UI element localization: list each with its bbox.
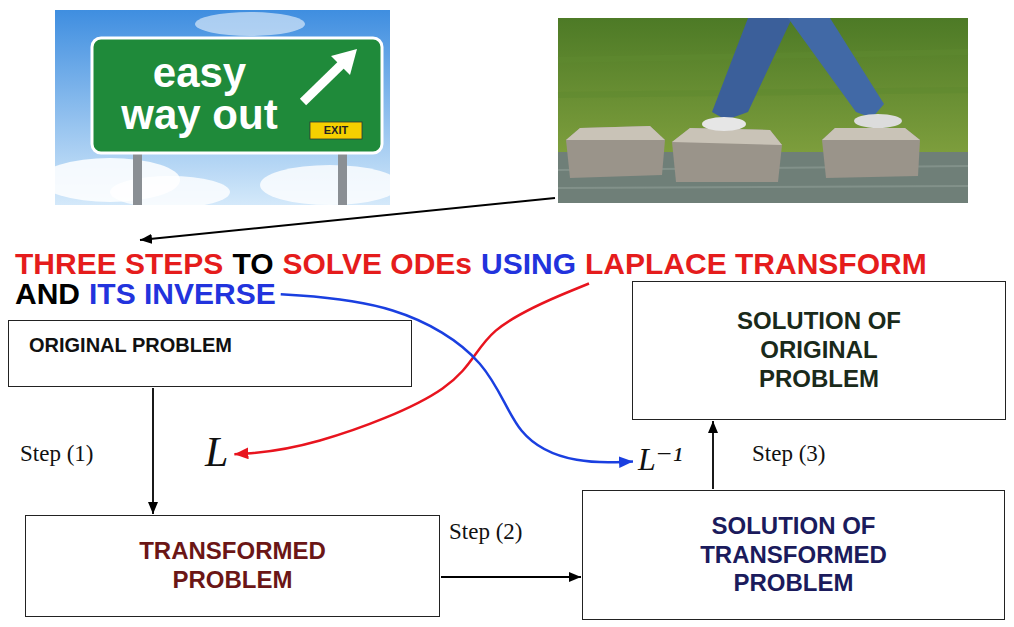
step-label: Step (1): [20, 440, 93, 468]
exit-plate: [310, 122, 362, 139]
process-box: ORIGINAL PROBLEM: [8, 320, 412, 387]
sign-text: easy way out: [112, 52, 287, 136]
transform-symbol: L: [205, 428, 228, 476]
process-box: TRANSFORMED PROBLEM: [25, 515, 440, 617]
shoe: [702, 117, 746, 131]
process-box: SOLUTION OF TRANSFORMED PROBLEM: [582, 490, 1005, 620]
stones-photo: [558, 18, 968, 203]
box-text: SOLUTION OF TRANSFORMED PROBLEM: [689, 512, 899, 598]
process-box: SOLUTION OF ORIGINAL PROBLEM: [632, 281, 1006, 420]
heading-words: SOLVE ODEs: [283, 247, 473, 282]
grass-background: [558, 18, 968, 203]
pointer-arrow: [140, 198, 555, 240]
step-arrow: [152, 388, 154, 514]
box-text: SOLUTION OF ORIGINAL PROBLEM: [714, 307, 924, 393]
heading-words: LAPLACE TRANSFORM: [585, 247, 927, 282]
shoe: [854, 114, 902, 128]
heading-words: THREE STEPS: [15, 247, 223, 282]
sign-post: [338, 150, 347, 205]
heading-words: USING: [481, 247, 576, 282]
heading-words: ITS INVERSE: [89, 277, 276, 312]
stone: [672, 128, 782, 182]
back-leg: [712, 18, 792, 120]
front-leg: [788, 18, 884, 118]
sign-arrow-head: [331, 49, 357, 75]
heading-words: AND: [15, 277, 80, 312]
step-label: Step (3): [752, 440, 825, 468]
sign-board: [92, 38, 382, 153]
cloud: [195, 12, 305, 36]
sign-arrow-shaft: [303, 64, 342, 102]
sign-photo: [40, 10, 400, 208]
stone: [822, 128, 920, 178]
stone-top: [822, 128, 920, 140]
step-arrow: [441, 576, 581, 578]
cloud: [110, 176, 230, 208]
stone-top: [566, 126, 665, 140]
inverse-symbol: L⁻¹: [638, 441, 682, 478]
cloud: [260, 165, 400, 205]
box-text: ORIGINAL PROBLEM: [29, 333, 232, 357]
step-arrow: [712, 421, 714, 489]
exit-tag: EXIT: [310, 122, 362, 139]
step-label: Step (2): [449, 518, 522, 546]
sign-post: [133, 150, 142, 205]
box-text: TRANSFORMED PROBLEM: [128, 537, 338, 595]
heading-words: TO: [232, 247, 273, 282]
stone: [566, 126, 665, 178]
